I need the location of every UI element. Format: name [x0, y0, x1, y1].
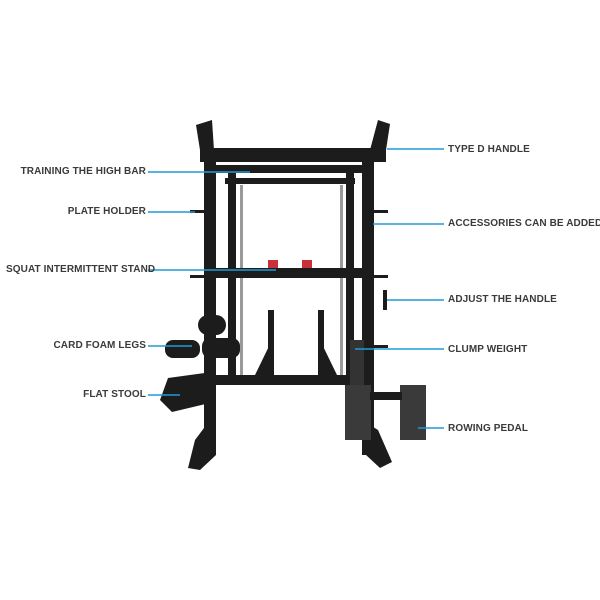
rack-frame	[160, 120, 426, 470]
leader-lines	[148, 148, 444, 429]
label-foam-legs: CARD FOAM LEGS	[53, 340, 146, 351]
label-training-high-bar: TRAINING THE HIGH BAR	[20, 166, 146, 177]
label-plate-holder: PLATE HOLDER	[67, 206, 146, 217]
label-clump-weight: CLUMP WEIGHT	[448, 344, 528, 355]
label-flat-stool: FLAT STOOL	[83, 389, 146, 400]
label-accessories: ACCESSORIES CAN BE ADDED	[448, 218, 600, 229]
label-rowing-pedal: ROWING PEDAL	[448, 423, 529, 434]
label-squat-stand: SQUAT INTERMITTENT STAND	[6, 264, 156, 275]
label-type-d-handle: TYPE D HANDLE	[448, 144, 530, 155]
label-adjust-handle: ADJUST THE HANDLE	[448, 294, 557, 305]
